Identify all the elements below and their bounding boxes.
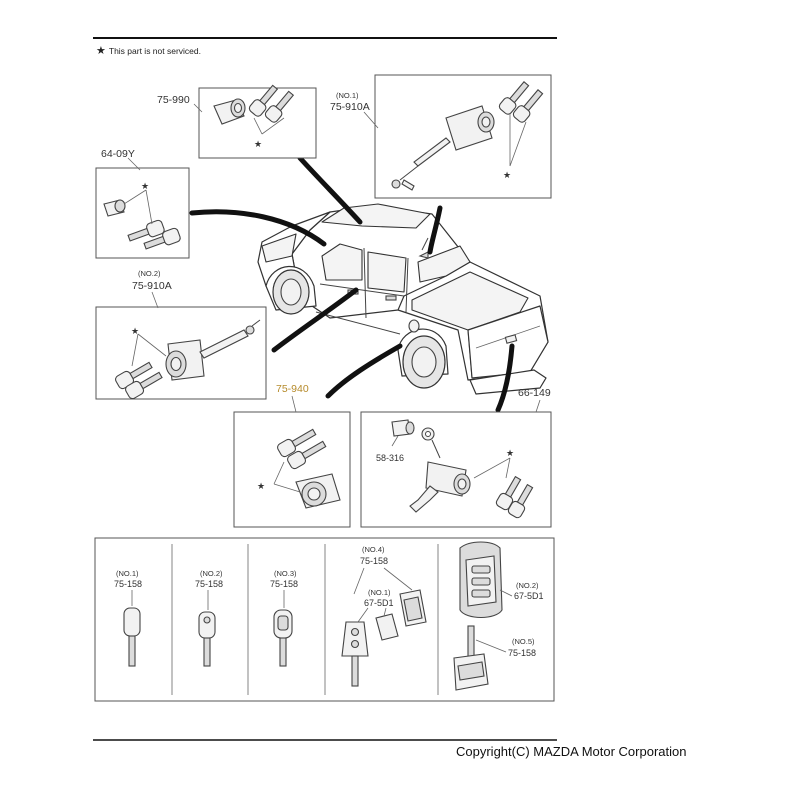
label-remote-no2-number: (NO.2) — [516, 581, 539, 590]
label-key-no2-number: (NO.2) — [200, 569, 223, 578]
label-75-990: 75-990 — [157, 94, 190, 106]
leader-remote-no2 — [499, 589, 513, 597]
label-64-09y: 64-09Y — [101, 148, 135, 160]
star-66-149: ★ — [506, 448, 514, 458]
label-key-no3-number: (NO.3) — [274, 569, 297, 578]
key-75-158-no4[interactable] — [341, 621, 369, 687]
smart-key-67-5d1-no2[interactable] — [459, 541, 503, 619]
star-75-910a-no1: ★ — [503, 170, 511, 180]
part-box-75-910a-no1[interactable] — [374, 74, 552, 199]
callout-lines — [189, 155, 515, 413]
remote-67-5d1-no1[interactable] — [375, 589, 427, 641]
leader-75-940 — [291, 395, 297, 413]
label-remote-no1-number: (NO.1) — [368, 588, 391, 597]
emergency-key-75-158-no5[interactable] — [453, 625, 489, 691]
key-75-158-no3[interactable] — [273, 609, 293, 667]
part-box-75-990[interactable] — [198, 83, 317, 159]
part-box-66-149[interactable] — [360, 411, 552, 528]
star-75-910a-no2: ★ — [131, 326, 139, 336]
star-icon: ★ — [96, 45, 106, 57]
leader-75-910a-no2 — [151, 291, 159, 309]
star-64-09y: ★ — [141, 181, 149, 191]
label-key-no1-number: (NO.1) — [116, 569, 139, 578]
label-key-no2: 75-158 — [195, 579, 223, 589]
label-66-149: 66-149 — [518, 387, 551, 399]
label-75-910a-no2: 75-910A — [132, 280, 172, 292]
leader-75-910a-no1 — [363, 111, 379, 129]
leader-key-no4 — [353, 567, 413, 595]
label-key-no3: 75-158 — [270, 579, 298, 589]
label-58-316: 58-316 — [376, 453, 404, 463]
label-75-940: 75-940 — [276, 383, 309, 395]
label-75-910a-no2-number: (NO.2) — [138, 269, 161, 278]
star-75-990: ★ — [254, 139, 262, 149]
not-serviced-note: ★This part is not serviced. — [96, 44, 201, 57]
part-box-75-910a-no2[interactable] — [95, 306, 267, 400]
leader-64-09y — [127, 157, 141, 171]
part-box-75-940[interactable] — [233, 411, 351, 528]
leader-75-990 — [193, 103, 203, 113]
label-remote-no1: 67-5D1 — [364, 598, 394, 608]
not-serviced-note-text: This part is not serviced. — [108, 46, 201, 56]
label-75-910a-no1-number: (NO.1) — [336, 91, 359, 100]
key-75-158-no1[interactable] — [123, 607, 141, 667]
label-75-910a-no1: 75-910A — [330, 101, 370, 113]
copyright-footer: Copyright(C) MAZDA Motor Corporation — [456, 744, 687, 759]
label-key-no1: 75-158 — [114, 579, 142, 589]
label-key-no5-number: (NO.5) — [512, 637, 535, 646]
part-box-64-09y[interactable] — [95, 167, 190, 259]
label-key-no5: 75-158 — [508, 648, 536, 658]
label-key-no4: 75-158 — [360, 556, 388, 566]
leader-66-149 — [535, 399, 541, 413]
leader-remote-no1 — [357, 607, 387, 623]
leader-key-no5 — [475, 639, 507, 653]
label-remote-no2: 67-5D1 — [514, 591, 544, 601]
key-75-158-no2[interactable] — [198, 611, 216, 667]
star-75-940: ★ — [257, 481, 265, 491]
label-key-no4-number: (NO.4) — [362, 545, 385, 554]
pickup-truck-illustration — [257, 203, 549, 395]
